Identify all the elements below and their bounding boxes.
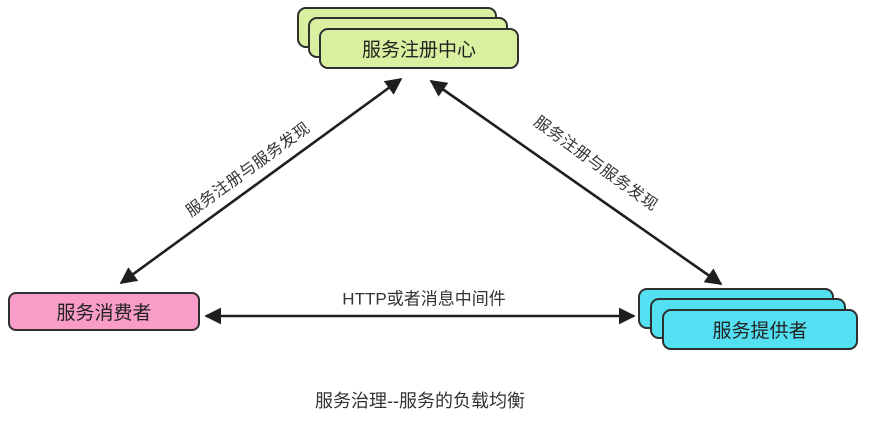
node-service-registry: 服务注册中心 <box>297 7 523 71</box>
edge-consumer-registry <box>119 77 403 285</box>
consumer-label: 服务消费者 <box>56 303 152 324</box>
provider-label: 服务提供者 <box>712 321 808 342</box>
node-service-consumer: 服务消费者 <box>8 292 200 331</box>
provider-stack-layer-front: 服务提供者 <box>662 309 858 350</box>
node-service-provider: 服务提供者 <box>638 288 862 352</box>
edge-label-consumer-registry: 服务注册与服务发现 <box>183 119 314 221</box>
registry-label: 服务注册中心 <box>361 40 476 61</box>
edge-label-registry-provider: 服务注册与服务发现 <box>530 113 661 215</box>
registry-stack-layer-front: 服务注册中心 <box>319 28 519 69</box>
edge-registry-provider <box>429 79 723 286</box>
edge-label-consumer-provider: HTTP或者消息中间件 <box>342 289 506 309</box>
diagram-caption: 服务治理--服务的负载均衡 <box>315 391 525 411</box>
